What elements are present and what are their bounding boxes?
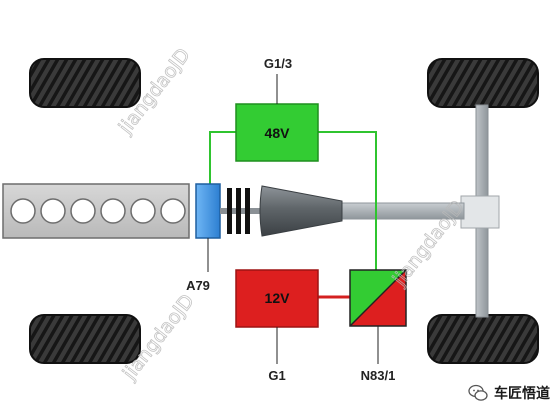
clutch: [220, 188, 262, 234]
battery-voltage-label: 12V: [265, 290, 291, 306]
wechat-icon: [468, 384, 488, 401]
transmission: [259, 185, 343, 237]
converter-name-label: N83/1: [361, 368, 396, 383]
cylinder-4: [100, 198, 126, 224]
cylinder-3: [70, 198, 96, 224]
tire-rear-left: [29, 314, 141, 364]
wire-generator-left: [209, 131, 236, 184]
brand-mark: 车匠悟道: [468, 383, 550, 403]
differential: [460, 195, 500, 229]
generator-name-label: G1/3: [264, 56, 292, 71]
wire-generator-converter: [318, 131, 377, 272]
tire-front-right: [427, 58, 539, 108]
battery-12v: [235, 269, 319, 364]
cylinder-5: [130, 198, 156, 224]
tire-front-left: [29, 58, 141, 108]
generator-48v: [235, 74, 319, 162]
generator-voltage-label: 48V: [265, 125, 291, 141]
battery-name-label: G1: [268, 368, 285, 383]
dc-dc-converter: [349, 269, 407, 364]
a79-block: [195, 183, 221, 239]
brand-text: 车匠悟道: [494, 386, 550, 402]
engine-block: [2, 183, 190, 239]
cylinder-6: [160, 198, 186, 224]
cylinder-2: [40, 198, 66, 224]
tire-rear-right: [427, 314, 539, 364]
sensor-name-label: A79: [186, 278, 210, 293]
cylinder-1: [10, 198, 36, 224]
